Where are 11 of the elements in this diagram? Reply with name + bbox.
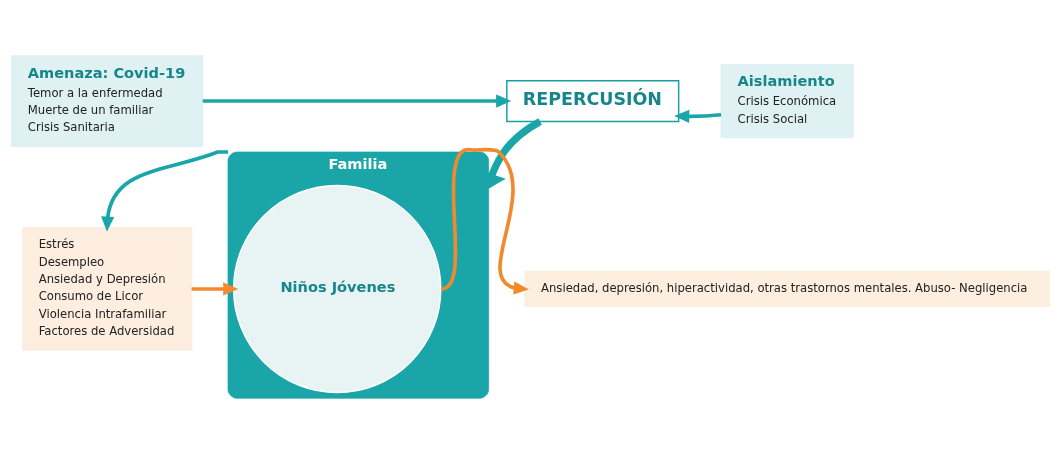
arrow: [440, 147, 529, 295]
node-box: Estrés Desempleo Ansiedad y Depresión Consumo de Licor Violencia Intrafamiliar Factores de Adversidad: [22, 226, 193, 351]
arrow: [101, 149, 228, 232]
node-box: Aislamiento Crisis Económica Crisis Social: [720, 63, 854, 138]
node-box: REPERCUSIÓN: [506, 79, 680, 122]
node-circle: Niños Jóvenes: [232, 184, 442, 393]
arrow: [674, 109, 722, 123]
arrow: [191, 281, 239, 296]
node-box: Amenaza: Covid-19 Temor a la enfermedad Muerte de un familiar Crisis Sanitaria: [11, 54, 204, 147]
arrow: [202, 93, 512, 108]
node-box: Ansiedad, depresión, hiperactividad, otras trastornos mentales. Abuso- Negligencia: [524, 270, 1050, 307]
